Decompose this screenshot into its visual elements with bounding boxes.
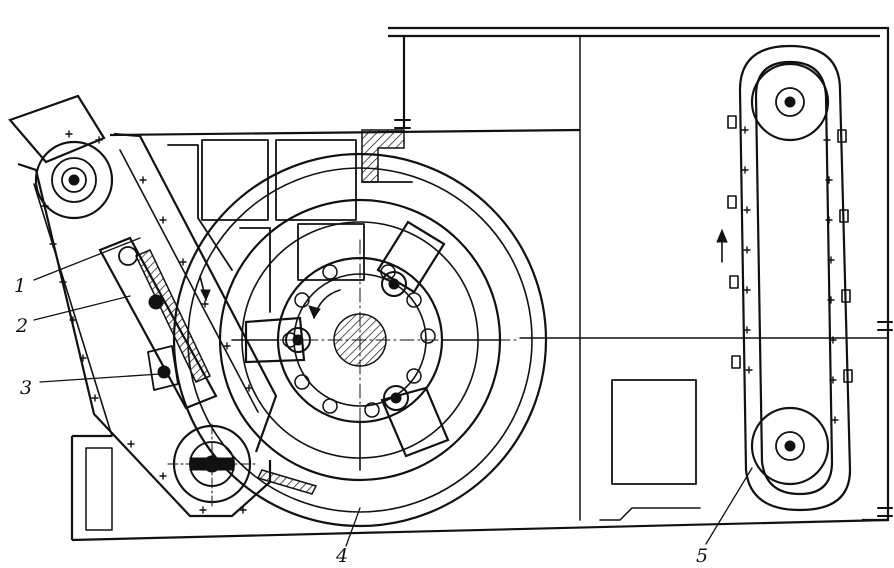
lower-right-sprocket <box>750 406 830 486</box>
callout-2: 2 <box>15 315 28 337</box>
housing <box>70 26 893 542</box>
hammer-left <box>244 316 311 364</box>
callout-5: 5 <box>696 545 708 567</box>
rotor <box>172 152 548 528</box>
callout-4: 4 <box>335 545 348 567</box>
frame-ribs <box>167 129 413 313</box>
callout-1: 1 <box>14 275 26 297</box>
upper-left-sprocket <box>34 140 114 220</box>
hammer-lower <box>380 385 450 458</box>
lower-left-sprocket <box>167 423 259 507</box>
leader-lines <box>33 237 753 547</box>
left-chain-conveyor <box>8 94 278 518</box>
callout-3: 3 <box>20 377 32 399</box>
hammer-upper <box>376 220 446 297</box>
upper-right-sprocket <box>750 62 830 142</box>
right-chain-conveyor <box>716 44 853 512</box>
